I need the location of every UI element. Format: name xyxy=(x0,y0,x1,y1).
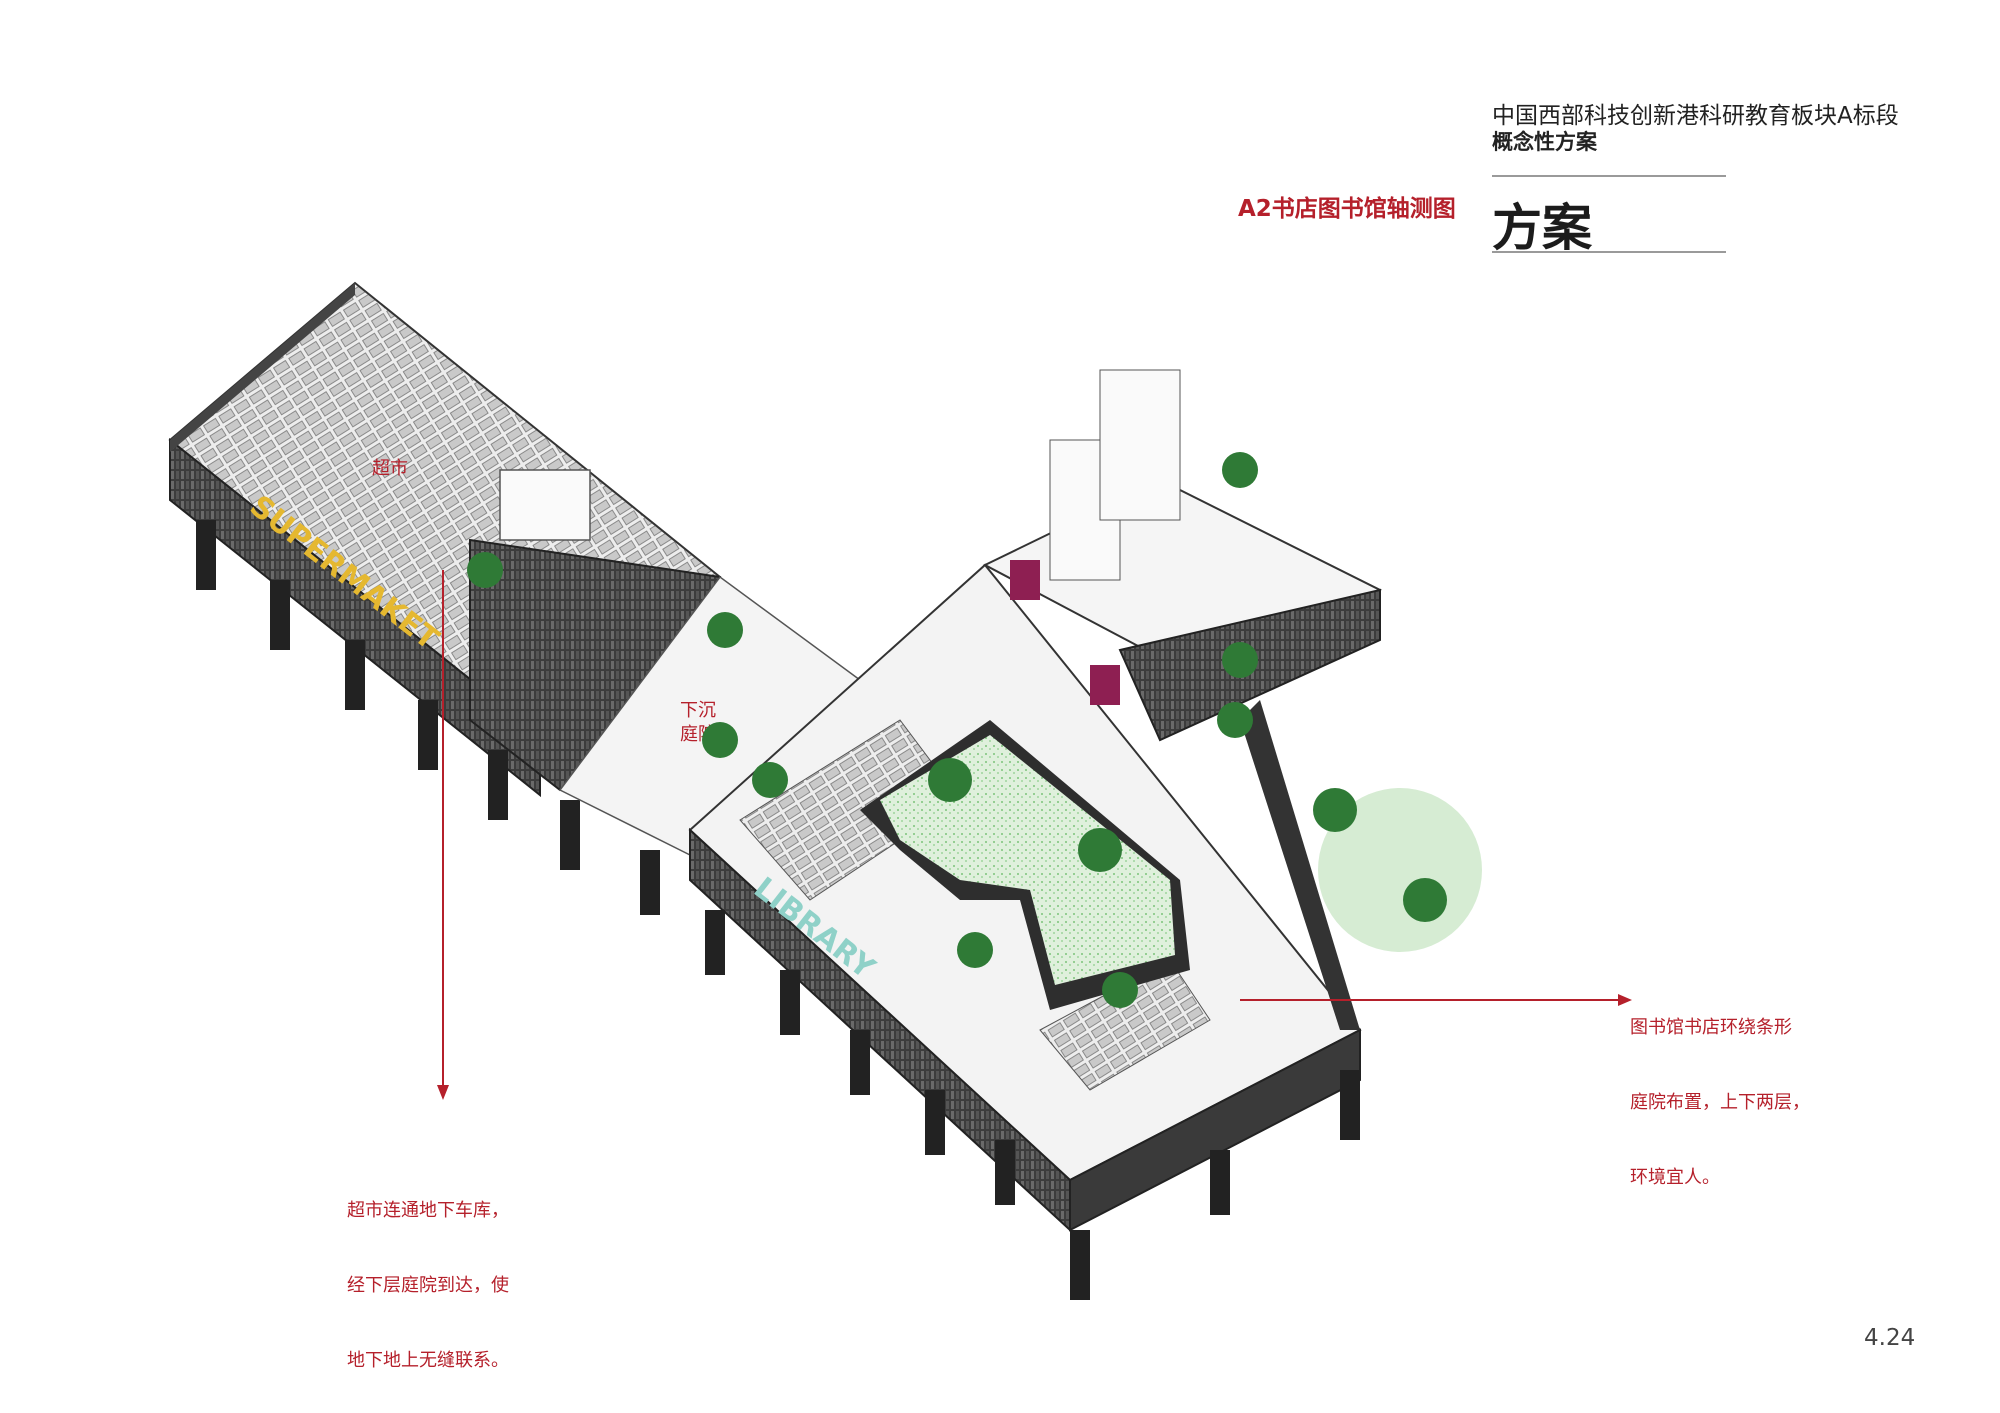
leader-courtyard-arrow xyxy=(1618,994,1632,1006)
note-supermarket-connection: 超市连通地下车库， 经下层庭院到达，使 地下地上无缝联系。 xyxy=(347,1148,509,1398)
sunken-courtyard-label-1: 下沉 xyxy=(680,700,716,721)
supermarket-facade xyxy=(169,437,541,798)
note-line: 庭院布置，上下两层， xyxy=(1630,1092,1810,1113)
project-title: 中国西部科技创新港科研教育板块A标段 xyxy=(1492,103,1899,129)
note-line: 经下层庭院到达，使 xyxy=(347,1275,509,1296)
drawing-title: A2书店图书馆轴测图 xyxy=(1238,196,1456,222)
note-line: 环境宜人。 xyxy=(1630,1167,1720,1188)
supermarket-block: SUPERMAKET 超市 xyxy=(168,281,722,870)
page-number: 4.24 xyxy=(1864,1325,1916,1351)
note-line: 图书馆书店环绕条形 xyxy=(1630,1017,1792,1038)
section-title: 方案 xyxy=(1492,199,1592,257)
header-divider-bottom xyxy=(1492,251,1726,253)
furniture-magenta-1 xyxy=(1010,560,1040,600)
leader-supermarket-arrow xyxy=(437,1085,449,1100)
annotation-leaders xyxy=(437,570,1632,1100)
header-divider-top xyxy=(1492,175,1726,177)
project-subtitle: 概念性方案 xyxy=(1492,130,1597,154)
trees xyxy=(467,452,1482,1008)
tower-upper xyxy=(1099,369,1181,521)
supermarket-side-wall xyxy=(170,283,355,452)
library-columns xyxy=(640,850,1360,1300)
note-line: 地下地上无缝联系。 xyxy=(347,1350,509,1371)
note-library-courtyard: 图书馆书店环绕条形 庭院布置，上下两层， 环境宜人。 xyxy=(1630,965,1810,1215)
stair-core xyxy=(499,469,591,541)
east-ramp-wall xyxy=(1240,700,1360,1030)
note-line: 超市连通地下车库， xyxy=(347,1200,509,1221)
supermarket-label: 超市 xyxy=(372,458,408,479)
furniture-magenta-2 xyxy=(1090,665,1120,705)
supermarket-columns xyxy=(196,520,580,870)
